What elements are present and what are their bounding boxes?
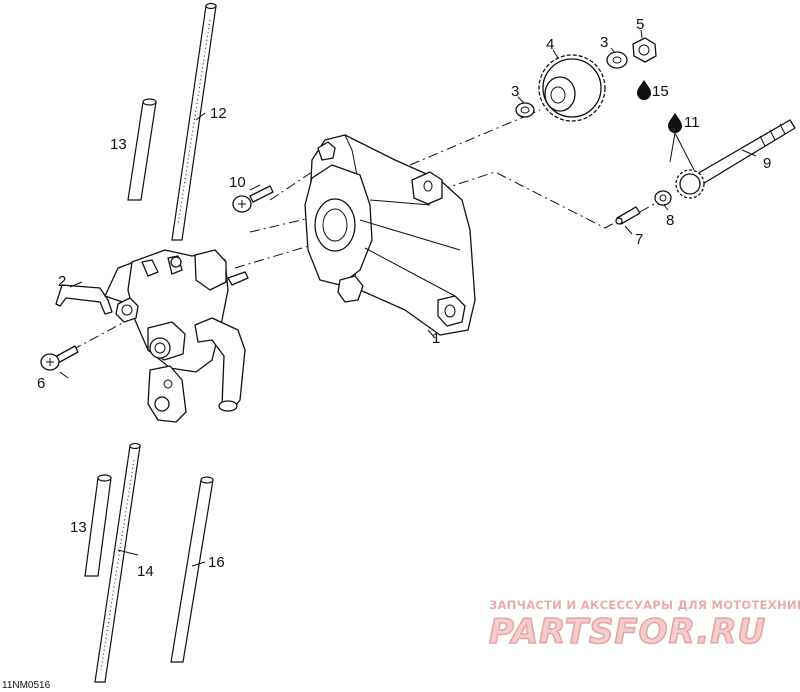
pinion-gear <box>675 169 705 199</box>
callout-3-right: 3 <box>600 34 608 51</box>
callout-7: 7 <box>635 231 643 248</box>
callout-1: 1 <box>432 330 440 347</box>
callout-6: 6 <box>37 375 45 392</box>
tube-12 <box>171 2 217 241</box>
callout-2: 2 <box>58 273 66 290</box>
washer-3-left <box>515 102 535 118</box>
callout-13-upper: 13 <box>110 136 127 153</box>
screw-10 <box>232 185 274 213</box>
oil-drop-icon <box>668 113 682 133</box>
callout-5: 5 <box>636 16 644 33</box>
callout-15: 15 <box>652 83 669 100</box>
tube-16 <box>170 476 214 663</box>
callout-9: 9 <box>763 155 771 172</box>
drawing-code: 11NM0516 <box>2 680 51 691</box>
callout-10: 10 <box>229 174 246 191</box>
oil-pump-body <box>55 249 249 423</box>
watermark-tagline: ЗАПЧАСТИ И АКСЕССУАРЫ ДЛЯ МОТОТЕХНИКИ <box>489 598 800 612</box>
screw-6 <box>40 345 79 371</box>
washer-8 <box>654 190 672 206</box>
oil-drop-icon <box>637 80 651 100</box>
oil-pump-housing <box>304 134 476 336</box>
pin-7 <box>615 206 641 225</box>
shaft-9 <box>689 119 796 189</box>
drive-gear-4 <box>538 54 606 122</box>
callout-8: 8 <box>666 212 674 229</box>
callout-13-lower: 13 <box>70 519 87 536</box>
callout-16: 16 <box>208 554 225 571</box>
washer-3-right <box>606 51 628 69</box>
callout-12: 12 <box>210 105 227 122</box>
callout-leader-lines <box>59 29 757 567</box>
callout-3-left: 3 <box>511 83 519 100</box>
watermark-logo: PARTSFOR.RU <box>489 612 766 652</box>
watermark: ЗАПЧАСТИ И АКСЕССУАРЫ ДЛЯ МОТОТЕХНИКИ PA… <box>488 598 800 653</box>
tube-14 <box>94 442 141 683</box>
callout-11: 11 <box>684 114 700 131</box>
callout-4: 4 <box>546 36 554 53</box>
callout-14: 14 <box>137 563 154 580</box>
tube-13-upper <box>127 98 157 201</box>
callout-labels: 1 2 3 3 4 5 6 7 8 9 10 11 12 13 13 14 15… <box>37 16 771 580</box>
nut-5 <box>632 37 657 63</box>
tube-13-lower <box>84 474 112 577</box>
